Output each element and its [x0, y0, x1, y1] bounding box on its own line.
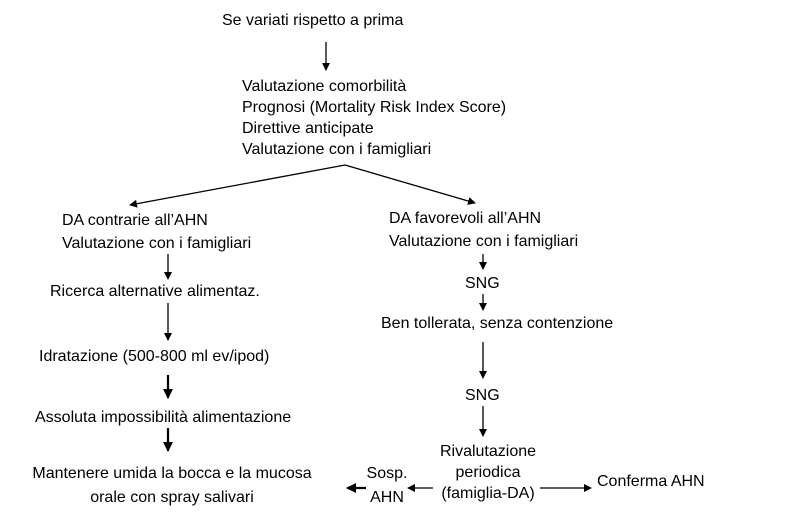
node-conferma-line: Conferma AHN [597, 473, 705, 490]
node-da-contrarie-line: DA contrarie all’AHN [62, 212, 208, 229]
node-assessment-line: Valutazione con i famigliari [242, 141, 432, 158]
node-sosp: Sosp. AHN [364, 462, 410, 510]
node-idratazione: Idratazione (500-800 ml ev/ipod) [39, 346, 269, 367]
node-conferma: Conferma AHN [597, 471, 705, 492]
node-da-favorevoli-line: Valutazione con i famigliari [389, 233, 579, 250]
node-rivalutazione-line: periodica [455, 464, 521, 481]
node-mantenere-line: orale con spray salivari [90, 489, 254, 506]
node-ricerca-line: Ricerca alternative alimentaz. [50, 283, 260, 300]
node-assoluta: Assoluta impossibilità alimentazione [35, 407, 291, 428]
node-da-contrarie: DA contrarie all’AHN Valutazione con i f… [62, 209, 251, 255]
node-mantenere-line: Mantenere umida la bocca e la mucosa [32, 465, 312, 482]
node-da-favorevoli-line: DA favorevoli all’AHN [389, 210, 542, 227]
node-sng-1: SNG [465, 273, 500, 294]
node-assessment: Valutazione comorbilità Prognosi (Mortal… [242, 76, 506, 160]
node-rivalutazione-line: (famiglia-DA) [441, 485, 535, 502]
node-sosp-line: Sosp. [366, 465, 408, 482]
node-sosp-line: AHN [370, 489, 404, 506]
node-da-favorevoli: DA favorevoli all’AHN Valutazione con i … [389, 207, 578, 253]
node-sng-1-line: SNG [465, 275, 500, 292]
node-assoluta-line: Assoluta impossibilità alimentazione [35, 409, 292, 426]
node-sng-2-line: SNG [465, 387, 500, 404]
arrow-assessment-to-favorevoli [344, 164, 476, 205]
node-assessment-line: Valutazione comorbilità [242, 78, 407, 95]
node-assessment-line: Prognosi (Mortality Risk Index Score) [242, 99, 507, 116]
node-mantenere: Mantenere umida la bocca e la mucosa ora… [14, 462, 330, 510]
node-da-contrarie-line: Valutazione con i famigliari [62, 235, 252, 252]
node-rivalutazione-line: Rivalutazione [439, 443, 537, 460]
node-sng-2: SNG [465, 385, 500, 406]
node-ben-tollerata-line: Ben tollerata, senza contenzione [381, 315, 614, 332]
node-ricerca: Ricerca alternative alimentaz. [50, 281, 260, 302]
arrow-assessment-to-contrarie [129, 164, 346, 208]
node-rivalutazione: Rivalutazione periodica (famiglia-DA) [428, 441, 548, 504]
node-start-line: Se variati rispetto a prima [222, 12, 404, 29]
node-assessment-line: Direttive anticipate [242, 120, 374, 137]
node-ben-tollerata: Ben tollerata, senza contenzione [381, 313, 613, 334]
node-start: Se variati rispetto a prima [222, 10, 403, 31]
node-idratazione-line: Idratazione (500-800 ml ev/ipod) [39, 348, 270, 365]
